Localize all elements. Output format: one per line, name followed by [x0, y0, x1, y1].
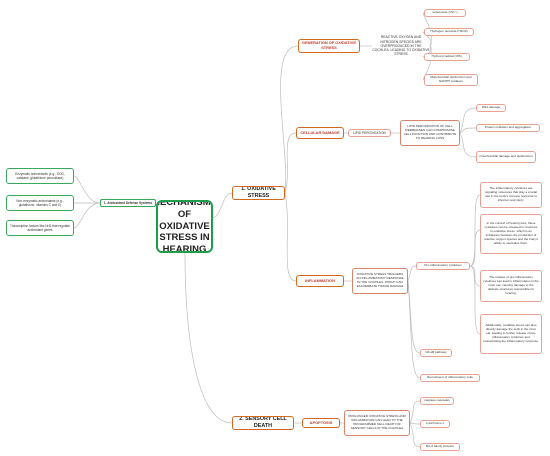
antioxidant-item-text: Transcription factors like Nrf2 that reg… [10, 224, 70, 232]
cellular-damage-description-text: LIPID PEROXIDATION OF CELL MEMBRANES CAN… [403, 124, 457, 140]
apoptosis-item-text: cytochrome c [425, 421, 445, 426]
cellular-damage-description: LIPID PEROXIDATION OF CELL MEMBRANES CAN… [400, 120, 460, 146]
root-topic[interactable]: MOLECULAR MECHANISMS OF OXIDATIVE STRESS… [156, 200, 213, 253]
lipid-peroxidation-text: LIPID PEROXIDATION [353, 131, 386, 135]
apoptosis-item-text: Bcl-2 family proteins [426, 444, 454, 449]
apoptosis-title: APOPTOSIS [309, 419, 333, 425]
root-title: MOLECULAR MECHANISMS OF OXIDATIVE STRESS… [158, 200, 211, 253]
sensory-cell-death-topic[interactable]: 2. SENSORY CELL DEATH [232, 416, 294, 430]
antioxidant-item-text: Non-enzymatic antioxidants (e.g., glutat… [16, 199, 64, 207]
cytokine-note-4[interactable]: Additionally, oxidative stress can also … [480, 314, 542, 354]
inflammation-description-text: OXIDATIVE STRESS TRIGGERS AN INFLAMMATOR… [356, 272, 404, 288]
cellular-item-mitochondrial[interactable]: mitochondrial damage and dysfunction [476, 151, 536, 163]
link-ox-inflammation [284, 192, 297, 282]
nf-kb-pathway[interactable]: NF-κB pathway [420, 349, 452, 357]
cytokine-note-2[interactable]: In the context of hearing loss, these cy… [480, 214, 542, 254]
cellular-damage-title: CELLULAR DAMAGE [300, 129, 340, 135]
cellular-item-text: Protein oxidation and aggregation [484, 125, 532, 130]
apoptosis-item-cytochrome[interactable]: cytochrome c [420, 420, 450, 428]
oxidative-stress-title: 1. OXIDATIVE STRESS [241, 186, 276, 199]
antioxidant-title: 1. Antioxidant Defense Systems [103, 201, 153, 205]
generation-item-mitochondrial[interactable]: Mitochondrial dysfunction and NADPH oxid… [424, 74, 478, 86]
generation-item-text: superoxide (O2•−) [432, 10, 458, 15]
pro-inflammatory-cytokines[interactable]: Pro-inflammatory cytokines [416, 262, 470, 270]
cytokine-note-text: Additionally, oxidative stress can also … [483, 323, 539, 343]
link-anti-1 [73, 175, 101, 204]
generation-item-text: Mitochondrial dysfunction and NADPH oxid… [430, 75, 472, 83]
recruitment-inflammatory-cells[interactable]: Recruitment of inflammatory cells [420, 374, 480, 382]
recruitment-text: Recruitment of inflammatory cells [427, 375, 473, 380]
generation-item-hydrogen-peroxide[interactable]: Hydrogen peroxide (H2O2) [424, 28, 474, 36]
generation-description: REACTIVE OXYGEN AND NITROGEN SPECIES ARE… [372, 34, 430, 58]
cellular-item-text: mitochondrial damage and dysfunction [479, 154, 533, 159]
antioxidant-item-non-enzymatic[interactable]: Non-enzymatic antioxidants (e.g., glutat… [6, 195, 74, 211]
link-anti-3 [73, 202, 101, 229]
cellular-item-dna[interactable]: DNA damage [476, 104, 506, 112]
apoptosis-description: PROLONGED OXIDATIVE STRESS AND INFLAMMAT… [344, 410, 410, 436]
generation-topic[interactable]: GENERATION OF OXIDATIVE STRESS [298, 39, 360, 53]
cytokines-label-text: Pro-inflammatory cytokines [424, 263, 462, 268]
inflammation-description: OXIDATIVE STRESS TRIGGERS AN INFLAMMATOR… [352, 268, 408, 294]
apoptosis-item-bcl2[interactable]: Bcl-2 family proteins [420, 443, 460, 451]
lipid-peroxidation-label[interactable]: LIPID PEROXIDATION [348, 129, 391, 137]
inflammation-topic[interactable]: INFLAMMATION [296, 275, 344, 287]
apoptosis-item-caspase[interactable]: caspase cascades [420, 397, 454, 405]
generation-item-text: Hydroxyl radical (OH•) [431, 54, 463, 59]
cellular-damage-topic[interactable]: CELLULAR DAMAGE [296, 127, 344, 139]
link-ox-cellular [284, 132, 297, 194]
generation-title: GENERATION OF OXIDATIVE STRESS [302, 40, 356, 50]
sensory-cell-death-title: 2. SENSORY CELL DEATH [239, 416, 287, 429]
antioxidant-topic[interactable]: 1. Antioxidant Defense Systems [100, 199, 156, 207]
cellular-item-protein[interactable]: Protein oxidation and aggregation [476, 124, 540, 132]
generation-description-text: REACTIVE OXYGEN AND NITROGEN SPECIES ARE… [372, 35, 430, 57]
cytokine-note-text: The inflammatory cytokines are signaling… [484, 186, 538, 202]
apoptosis-item-text: caspase cascades [424, 398, 450, 403]
antioxidant-item-enzymatic[interactable]: Enzymatic antioxidants (e.g., SOD, catal… [6, 168, 74, 184]
oxidative-stress-topic[interactable]: 1. OXIDATIVE STRESS [232, 186, 285, 200]
generation-item-text: Hydrogen peroxide (H2O2) [430, 29, 468, 34]
generation-item-hydroxyl[interactable]: Hydroxyl radical (OH•) [424, 53, 470, 61]
cellular-item-text: DNA damage [481, 105, 501, 110]
cytokine-note-1[interactable]: The inflammatory cytokines are signaling… [480, 182, 542, 208]
antioxidant-item-text: Enzymatic antioxidants (e.g., SOD, catal… [15, 172, 65, 180]
link-root-sensory [184, 252, 233, 424]
cytokine-note-3[interactable]: The release of pro-inflammatory cytokine… [480, 270, 542, 302]
link-ox-generation [280, 45, 299, 194]
cytokine-note-text: The release of pro-inflammatory cytokine… [483, 275, 539, 295]
apoptosis-description-text: PROLONGED OXIDATIVE STRESS AND INFLAMMAT… [348, 414, 406, 430]
antioxidant-item-transcription[interactable]: Transcription factors like Nrf2 that reg… [6, 220, 74, 236]
nfkb-text: NF-κB pathway [425, 350, 447, 355]
link-root-oxidative [212, 192, 233, 219]
cytokine-note-text: In the context of hearing loss, these cy… [484, 221, 538, 245]
generation-item-superoxide[interactable]: superoxide (O2•−) [424, 9, 466, 17]
apoptosis-topic[interactable]: APOPTOSIS [302, 418, 340, 428]
inflammation-title: INFLAMMATION [305, 277, 335, 283]
